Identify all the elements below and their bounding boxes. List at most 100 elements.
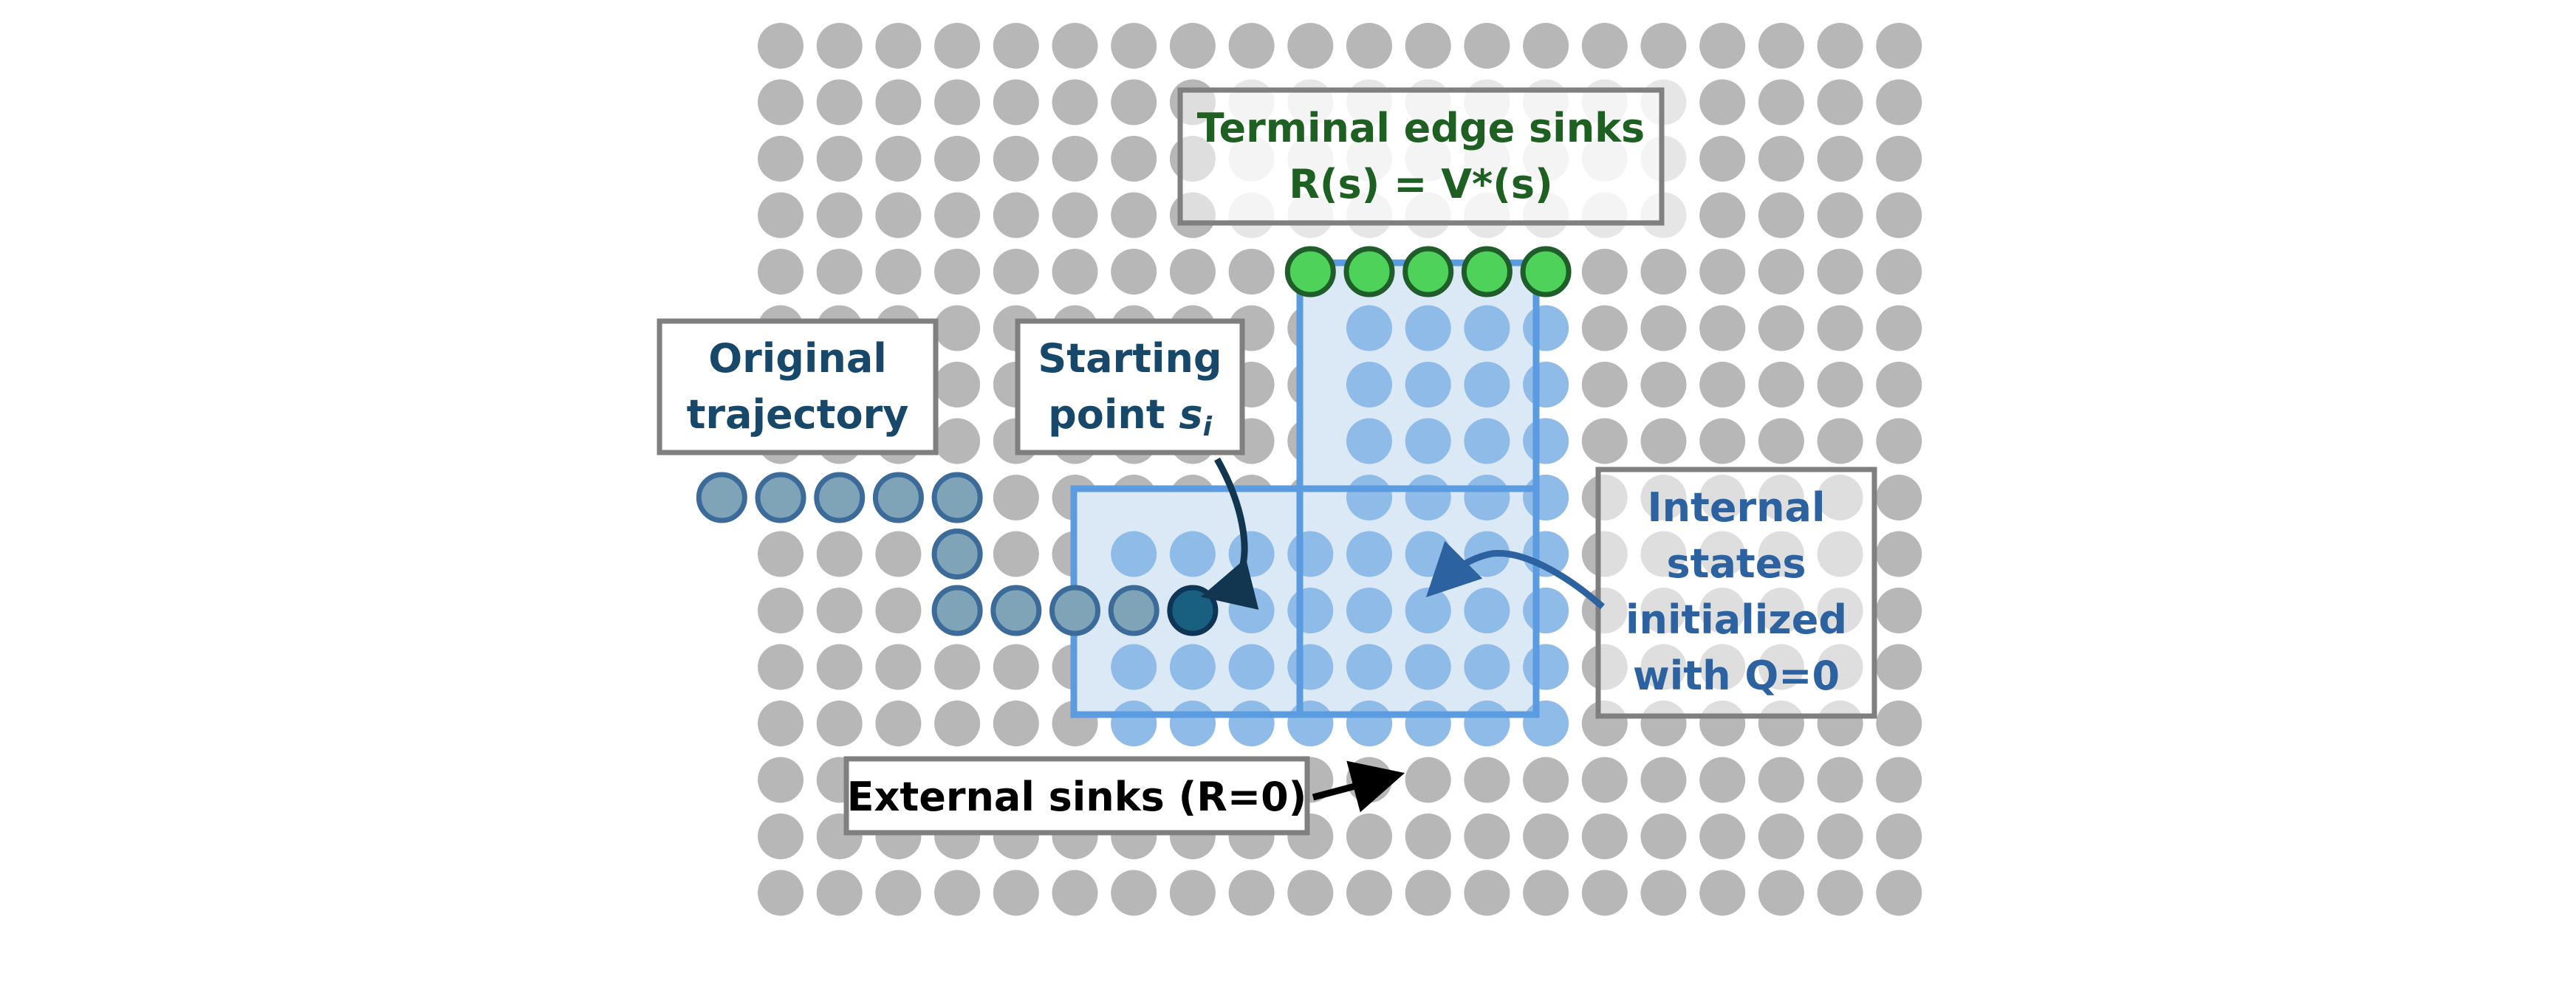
internal-state-dot [1228, 531, 1275, 577]
internal-state-dot [1169, 531, 1216, 577]
terminal-label-line1: Terminal edge sinks [1197, 105, 1645, 151]
grid-dot [1876, 136, 1922, 182]
internal-state-dot [1405, 531, 1451, 577]
internal-state-dot [1346, 644, 1392, 690]
region-rect-lower-right [1296, 485, 1540, 718]
internal-state-dot [1228, 588, 1275, 633]
grid-dot [758, 23, 804, 69]
grid-dot [1699, 870, 1746, 916]
trajectory-dot [872, 472, 924, 523]
internal-states-arrow [1425, 540, 1605, 610]
terminal-label-box [1177, 87, 1665, 226]
grid-dot [993, 136, 1039, 182]
grid-dot [1228, 23, 1275, 69]
grid-dot [758, 757, 804, 803]
grid-dot [1640, 870, 1687, 916]
internal-state-dot [1405, 418, 1451, 464]
grid-dot [1581, 362, 1628, 407]
internal-state-dot [1287, 588, 1334, 633]
grid-dot [934, 418, 981, 464]
grid-dot [1346, 813, 1392, 859]
grid-dot [875, 79, 922, 125]
grid-dot [1464, 23, 1510, 69]
grid-dot [1876, 192, 1922, 238]
grid-dot [1640, 362, 1687, 407]
starting-label-line2: point si [1048, 391, 1212, 442]
grid-dot [758, 531, 804, 577]
grid-dot [1405, 757, 1451, 803]
external-label-text: External sinks (R=0) [847, 774, 1307, 820]
grid-dot [1405, 813, 1451, 859]
trajectory-dot [931, 472, 983, 523]
internal-state-dot [1405, 701, 1451, 746]
grid-dot [1111, 136, 1157, 182]
grid-dot [1817, 79, 1863, 125]
grid-dot [1581, 305, 1628, 351]
grid-dot [1876, 23, 1922, 69]
grid-dot [875, 136, 922, 182]
original-label-line2: trajectory [687, 391, 909, 438]
internal-state-dot [1169, 701, 1216, 746]
internal-state-dot [1346, 588, 1392, 633]
grid-dot [1346, 870, 1392, 916]
internal-state-dot [1405, 305, 1451, 351]
grid-dot [1169, 23, 1216, 69]
internal-state-dot [1464, 418, 1510, 464]
grid-dot [1758, 813, 1804, 859]
trajectory-dot [696, 472, 747, 523]
grid-dot [1699, 23, 1746, 69]
internal-state-dot [1346, 475, 1392, 520]
grid-dot [758, 192, 804, 238]
grid-dot [1581, 249, 1628, 295]
grid-dot [934, 136, 981, 182]
starting-label-var: s [1179, 391, 1202, 438]
terminal-sink-dot [1402, 246, 1454, 297]
internal-state-dot [1464, 475, 1510, 520]
grid-dot [1111, 23, 1157, 69]
terminal-sink-dot [1284, 246, 1336, 297]
terminal-edge-sinks [1284, 246, 1572, 297]
internal-state-dot [1287, 531, 1334, 577]
grid-dot [1523, 870, 1569, 916]
trajectory-dot [814, 472, 866, 523]
grid-dot [1581, 23, 1628, 69]
grid-dot [1876, 588, 1922, 633]
grid-dot [1052, 249, 1098, 295]
grid-dot [1581, 813, 1628, 859]
grid-dot [1699, 362, 1746, 407]
grid-dot [1876, 531, 1922, 577]
grid-dot [1876, 249, 1922, 295]
grid-dot [1758, 136, 1804, 182]
grid-dot [934, 362, 981, 407]
grid-dot [934, 644, 981, 690]
grid-dot [1228, 249, 1275, 295]
internal-state-dot [1523, 305, 1569, 351]
grid-dot [1052, 23, 1098, 69]
internal-state-dot [1287, 701, 1334, 746]
internal-state-dot [1523, 362, 1569, 407]
grid-dot [816, 588, 863, 633]
grid-dot [1699, 418, 1746, 464]
terminal-sink-dot [1343, 246, 1395, 297]
grid-dot [1758, 305, 1804, 351]
internal-state-dot [1169, 644, 1216, 690]
internal-state-dot [1346, 362, 1392, 407]
grid-dot [1640, 757, 1687, 803]
grid-dot [1699, 305, 1746, 351]
grid-dot [1523, 757, 1569, 803]
internal-state-dot [1405, 644, 1451, 690]
grid-dot [875, 870, 922, 916]
internal-state-dot [1111, 644, 1157, 690]
grid-dot [758, 813, 804, 859]
internal-state-dot [1346, 701, 1392, 746]
internal-label-line1: Internal [1648, 484, 1826, 531]
grid-dot [816, 870, 863, 916]
grid-dot [1758, 249, 1804, 295]
grid-dot [934, 305, 981, 351]
grid-dot [758, 701, 804, 746]
grid-dot [758, 136, 804, 182]
internal-state-dot [1405, 475, 1451, 520]
internal-state-dot [1346, 305, 1392, 351]
grid-dot [1581, 870, 1628, 916]
grid-dot [1640, 23, 1687, 69]
